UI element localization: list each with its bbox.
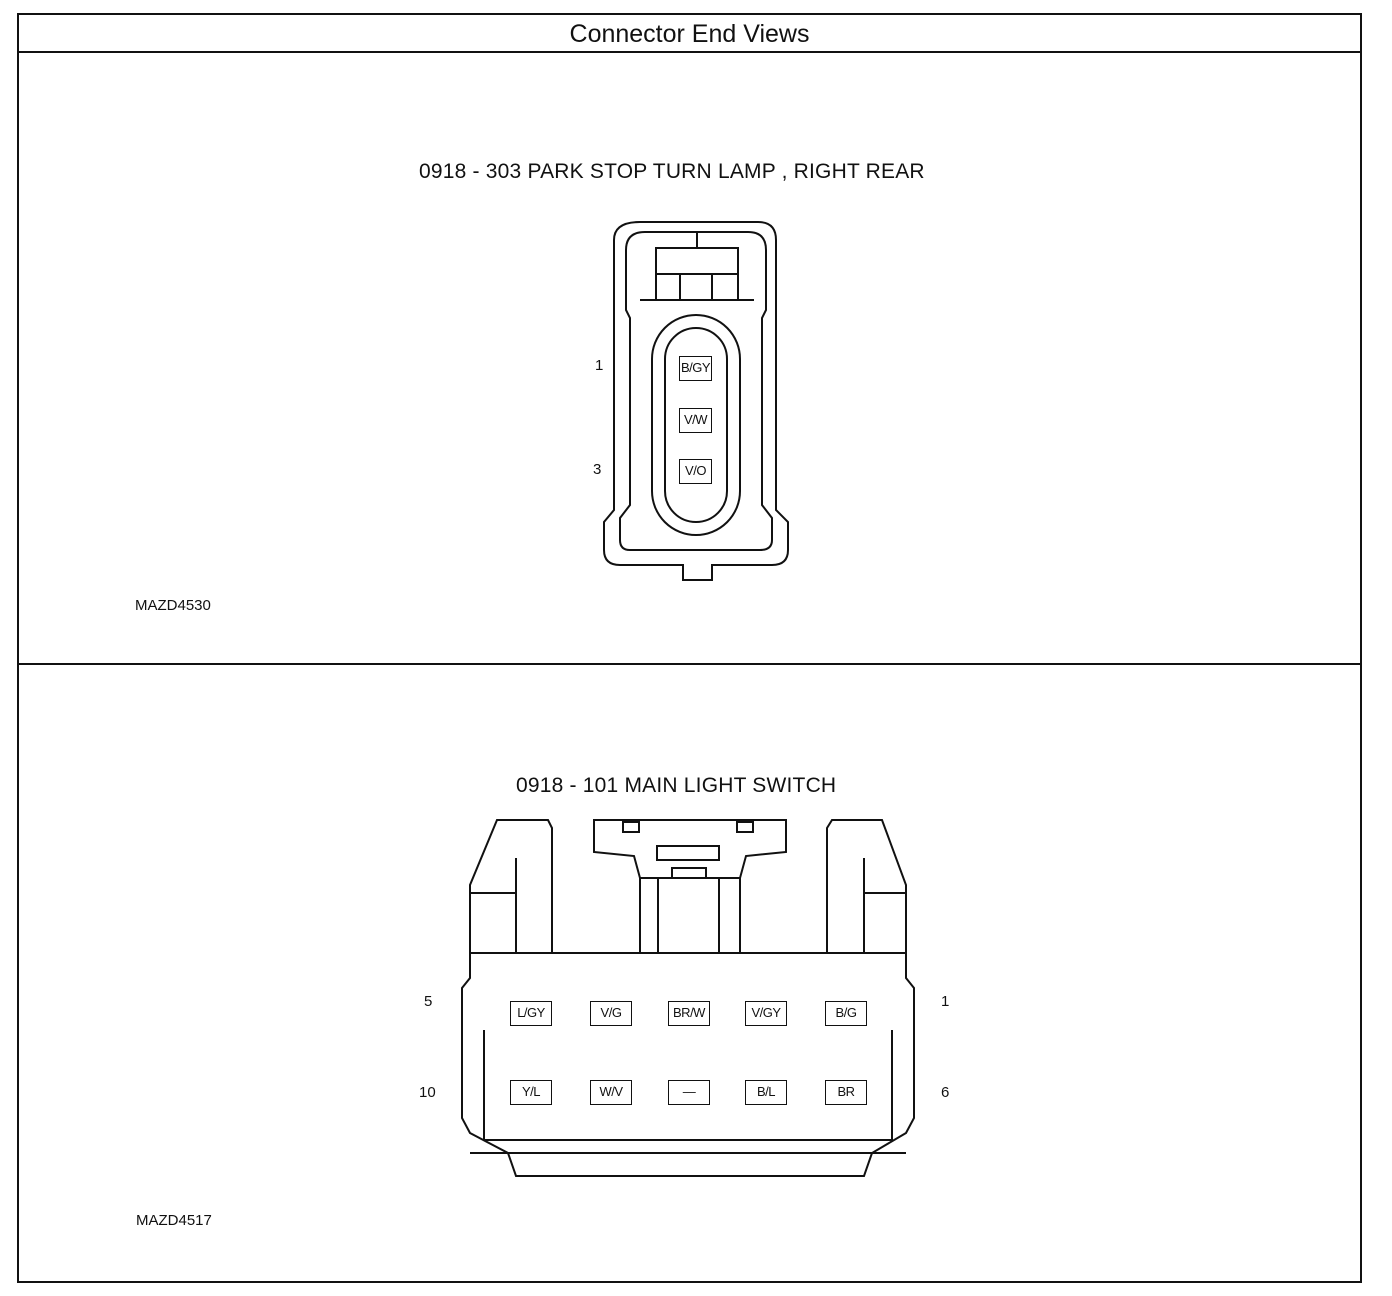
reference-code: MAZD4530: [135, 597, 211, 614]
page-title: Connector End Views: [19, 15, 1360, 53]
pin-3-wire: BR/W: [668, 1001, 710, 1026]
pin-9-wire: W/V: [590, 1080, 632, 1105]
pin-4-wire: V/G: [590, 1001, 632, 1026]
pin-number-6: 6: [941, 1084, 950, 1101]
pin-2-wire: V/GY: [745, 1001, 787, 1026]
pin-number-1: 1: [941, 993, 950, 1010]
pin-7-wire: B/L: [745, 1080, 787, 1105]
pin-number-3: 3: [593, 461, 602, 478]
pin-2-wire: V/W: [679, 408, 712, 433]
pin-1-wire: B/G: [825, 1001, 867, 1026]
pin-1-wire: B/GY: [679, 356, 712, 381]
diagram-frame: Connector End Views: [17, 13, 1362, 1283]
pin-number-10: 10: [419, 1084, 436, 1101]
pin-10-wire: Y/L: [510, 1080, 552, 1105]
pin-number-1: 1: [595, 357, 604, 374]
pin-3-wire: V/O: [679, 459, 712, 484]
reference-code: MAZD4517: [136, 1212, 212, 1229]
pin-5-wire: L/GY: [510, 1001, 552, 1026]
pin-8-wire: —: [668, 1080, 710, 1105]
pin-6-wire: BR: [825, 1080, 867, 1105]
connector-title-park-stop-turn-lamp: 0918 - 303 PARK STOP TURN LAMP , RIGHT R…: [419, 160, 925, 183]
pin-number-5: 5: [424, 993, 433, 1010]
panel-divider: [19, 663, 1360, 665]
connector-title-main-light-switch: 0918 - 101 MAIN LIGHT SWITCH: [516, 774, 837, 797]
